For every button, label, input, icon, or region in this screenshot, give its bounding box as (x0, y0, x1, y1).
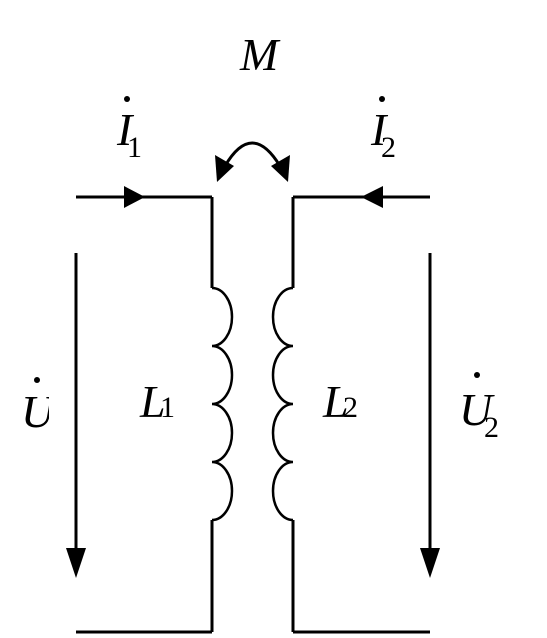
voltage-u1-dot (34, 377, 40, 383)
inductor-l2-letter: L (322, 376, 349, 427)
inductor-l2-coil (271, 286, 294, 522)
voltage-u1-letter: U (21, 386, 57, 437)
inductor-l1-letter: L (139, 376, 166, 427)
current-i1-arrow (124, 186, 145, 208)
current-i1-subscript: 1 (127, 131, 142, 164)
current-i2-subscript: 2 (381, 131, 396, 164)
voltage-u2-dot (474, 372, 480, 378)
current-i2-letter: I (370, 104, 389, 155)
voltage-u2-arrow-head (420, 548, 440, 578)
current-i2-arrow (361, 186, 383, 208)
current-i1-dot (124, 96, 130, 102)
current-i1-letter: I (116, 104, 135, 155)
current-i2-dot (379, 96, 385, 102)
mutual-coupling-arc (223, 141, 282, 167)
mutual-coupling-arrow-right (271, 155, 290, 182)
mutual-inductance-label: M (239, 29, 281, 80)
voltage-u2-letter: U (459, 384, 495, 435)
voltage-u2-subscript: 2 (484, 411, 499, 444)
inductor-l1-coil (211, 286, 234, 522)
voltage-u1-arrow-head (66, 548, 86, 578)
inductor-l1-subscript: 1 (160, 391, 175, 424)
mutual-coupling-arrow-left (215, 155, 234, 182)
inductor-l2-subscript: 2 (343, 391, 358, 424)
